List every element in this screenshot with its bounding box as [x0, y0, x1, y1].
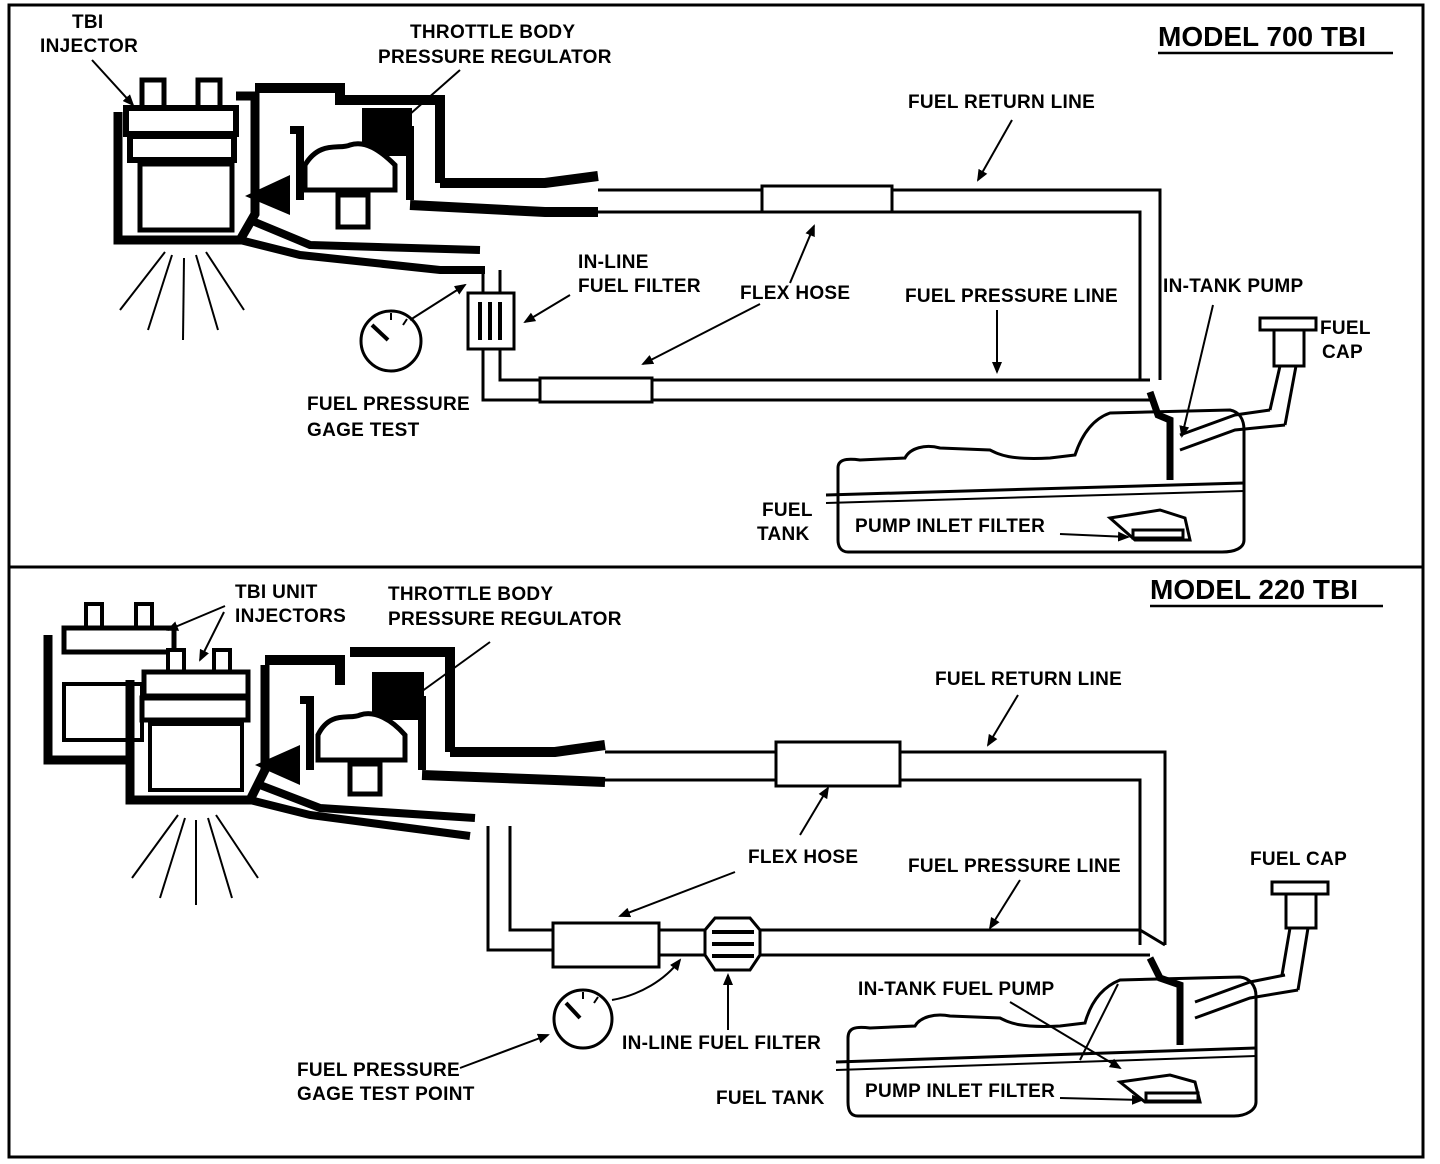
- inline-fuel-filter: [466, 291, 516, 351]
- label-flex-hose: FLEX HOSE: [748, 847, 858, 868]
- label-inline-filter: IN-LINE FUEL FILTER: [622, 1033, 821, 1054]
- label-in-tank-pump: IN-TANK PUMP: [1163, 276, 1303, 297]
- return-line-start: [440, 171, 599, 188]
- label-pressure-line: FUEL PRESSURE LINE: [905, 286, 1118, 307]
- return-line-start: [450, 740, 606, 757]
- label-pressure-line: FUEL PRESSURE LINE: [908, 856, 1121, 877]
- panel-title: MODEL 700 TBI: [1158, 21, 1366, 52]
- pressure-line-start: [421, 770, 606, 787]
- label-inline-filter: FUEL FILTER: [578, 276, 701, 297]
- panel-model-220: MODEL 220 TBI: [43, 574, 1383, 1118]
- label-tbi-injector: INJECTOR: [40, 36, 138, 57]
- fuel-tank: [825, 390, 1286, 554]
- outer-frame: [7, 3, 1425, 1159]
- fuel-cap: [1258, 316, 1318, 426]
- label-regulator: PRESSURE REGULATOR: [378, 47, 612, 68]
- label-gage-test: GAGE TEST: [307, 420, 420, 441]
- label-gage-test: GAGE TEST POINT: [297, 1084, 475, 1105]
- injector-spray: [131, 814, 259, 905]
- label-regulator: THROTTLE BODY: [410, 22, 575, 43]
- label-gage-test: FUEL PRESSURE: [307, 394, 470, 415]
- label-return-line: FUEL RETURN LINE: [935, 669, 1122, 690]
- lower-housing-line: [249, 781, 476, 840]
- label-pump-inlet-filter: PUMP INLET FILTER: [865, 1081, 1055, 1102]
- inline-fuel-filter: [703, 916, 762, 972]
- panel-model-700: MODEL 700 TBI: [40, 12, 1393, 554]
- tbi-injector-unit: [113, 77, 260, 245]
- flex-hose-lower: [538, 376, 654, 404]
- callout-arrows: [166, 605, 1144, 1105]
- label-fuel-cap: FUEL: [1320, 318, 1371, 339]
- label-in-tank-pump: IN-TANK FUEL PUMP: [858, 979, 1055, 1000]
- label-return-line: FUEL RETURN LINE: [908, 92, 1095, 113]
- flex-hose-upper: [774, 740, 902, 788]
- flex-hose-lower: [551, 921, 661, 969]
- label-flex-hose: FLEX HOSE: [740, 283, 850, 304]
- label-tbi-unit-injectors: INJECTORS: [235, 606, 346, 627]
- label-inline-filter: IN-LINE: [578, 252, 649, 273]
- flex-hose-upper: [760, 184, 894, 214]
- label-tbi-unit-injectors: TBI UNIT: [235, 582, 318, 603]
- label-regulator: THROTTLE BODY: [388, 584, 553, 605]
- throttle-body-regulator: [245, 83, 445, 230]
- fuel-pressure-line: [486, 826, 1166, 957]
- callout-arrows: [91, 59, 1214, 542]
- label-regulator: PRESSURE REGULATOR: [388, 609, 622, 630]
- throttle-body-regulator: [255, 647, 455, 797]
- fuel-cap: [1270, 880, 1330, 991]
- label-fuel-tank: FUEL: [762, 500, 813, 521]
- label-pump-inlet-filter: PUMP INLET FILTER: [855, 516, 1045, 537]
- label-fuel-cap: FUEL CAP: [1250, 849, 1347, 870]
- pressure-line-start: [409, 200, 598, 217]
- label-fuel-tank: FUEL TANK: [716, 1088, 825, 1109]
- panel-title: MODEL 220 TBI: [1150, 574, 1358, 605]
- label-gage-test: FUEL PRESSURE: [297, 1060, 460, 1081]
- pressure-gauge: [359, 309, 423, 373]
- injector-spray: [119, 251, 245, 341]
- tbi-unit-injectors: [43, 602, 270, 805]
- lower-housing-line: [239, 216, 485, 274]
- label-fuel-cap: CAP: [1322, 342, 1363, 363]
- pressure-gauge: [552, 988, 614, 1050]
- label-tbi-injector: TBI: [72, 12, 104, 33]
- label-fuel-tank: TANK: [757, 524, 810, 545]
